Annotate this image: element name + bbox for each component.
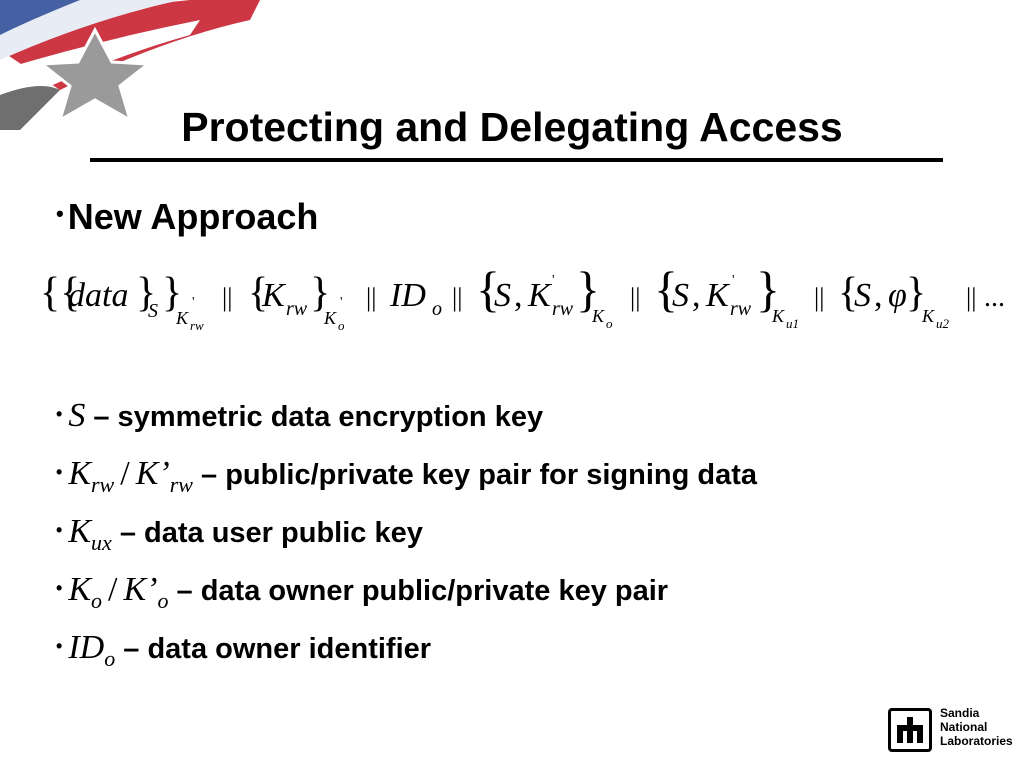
formula-brace-3c: } (576, 262, 600, 317)
formula-prime-3: ' (552, 273, 555, 288)
formula-brace-close2: } (162, 270, 182, 316)
formula-S-2: S (672, 277, 689, 314)
formula-prime-4: ' (732, 273, 735, 288)
formula-ID-sub: o (432, 298, 442, 320)
definition-text: – data owner identifier (123, 633, 432, 665)
formula-brace-2c: } (310, 270, 330, 316)
formula-sep-4: || (630, 283, 640, 312)
formula-prime: ' (192, 295, 195, 310)
formula-sub-K4: K (771, 306, 785, 326)
bullet-dot: • (56, 578, 63, 598)
bullet-dot: • (56, 520, 63, 540)
flag-star-decoration (0, 0, 260, 130)
bullet-dot: • (56, 636, 63, 656)
formula-sub-K3: K (591, 306, 605, 326)
slide-title: Protecting and Delegating Access (181, 104, 843, 150)
sandia-logo: Sandia National Laboratories (888, 706, 1013, 756)
definition-item: •Ko/K’o – data owner public/private key … (56, 566, 757, 624)
formula-sub-o3: o (606, 316, 613, 331)
formula-sub-K: K (175, 308, 189, 328)
formula-phi: φ (888, 277, 907, 314)
formula-brace-open: {{ (40, 270, 80, 316)
formula-brace-5o: { (838, 270, 858, 316)
main-bullet: •New Approach (56, 196, 318, 238)
formula-ID: ID (389, 277, 426, 314)
formula-S-3: S (854, 277, 871, 314)
formula-rw-3: rw (552, 298, 574, 320)
formula-K-1: K (261, 277, 287, 314)
formula-sub-u1: u1 (786, 316, 799, 331)
formula-comma-2: , (692, 277, 701, 314)
bullet-dot: • (56, 404, 63, 424)
formula-sub-rw: rw (190, 318, 204, 333)
formula-sub-K5: K (921, 306, 935, 326)
formula-sub-Ko: K (323, 308, 337, 328)
formula-sep-6: || (966, 283, 976, 312)
bullet-dot: • (56, 462, 63, 482)
formula-Kp-2: K (705, 277, 731, 314)
main-bullet-text: New Approach (67, 196, 319, 237)
formula-sep-3: || (452, 283, 462, 312)
formula-comma-1: , (514, 277, 523, 314)
formula-Kp-1: K (527, 277, 553, 314)
definition-item: •IDo – data owner identifier (56, 624, 757, 682)
sandia-logo-text: Sandia National Laboratories (940, 706, 1013, 748)
formula-data: data (68, 277, 128, 314)
formula-sub-S: S (148, 300, 158, 322)
formula-ellipsis: ... (984, 282, 1005, 313)
formula-brace-2o: { (248, 270, 268, 316)
formula-prime-2: ' (340, 295, 343, 310)
definition-list: •S – symmetric data encryption key •Krw/… (56, 392, 757, 682)
formula-rw-1: rw (286, 298, 308, 320)
definition-item: •S – symmetric data encryption key (56, 392, 757, 450)
definition-symbol: IDo (68, 629, 116, 671)
definition-symbol: Krw/K’rw (68, 455, 193, 497)
definition-item: •Krw/K’rw – public/private key pair for … (56, 450, 757, 508)
formula-rw-4: rw (730, 298, 752, 320)
definition-text: – public/private key pair for signing da… (201, 459, 757, 491)
definition-text: – symmetric data encryption key (93, 401, 544, 433)
definition-symbol: S (68, 397, 86, 434)
formula-comma-3: , (874, 277, 883, 314)
title-underline (90, 158, 943, 162)
bullet-dot: • (56, 201, 64, 226)
definition-text: – data owner public/private key pair (176, 575, 669, 607)
definition-symbol: Kux (68, 513, 112, 555)
formula-brace-close: } (136, 270, 156, 316)
formula-brace-3o: { (476, 262, 500, 317)
formula-sep-5: || (814, 283, 824, 312)
definition-text: – data user public key (119, 517, 423, 549)
formula-brace-4c: } (756, 262, 780, 317)
formula-brace-5c: } (906, 270, 926, 316)
formula-sub-o: o (338, 318, 345, 333)
formula-brace-4o: { (654, 262, 678, 317)
formula-sep-1: || (222, 283, 232, 312)
formula-S-1: S (494, 277, 511, 314)
formula-sub-u2: u2 (936, 316, 950, 331)
thunderbird-icon (888, 708, 932, 752)
formula-sep-2: || (366, 283, 376, 312)
encryption-formula: {{ data } S } K rw ' || { K rw } K o ' |… (40, 262, 1005, 333)
definition-symbol: Ko/K’o (68, 571, 169, 613)
definition-item: •Kux – data user public key (56, 508, 757, 566)
